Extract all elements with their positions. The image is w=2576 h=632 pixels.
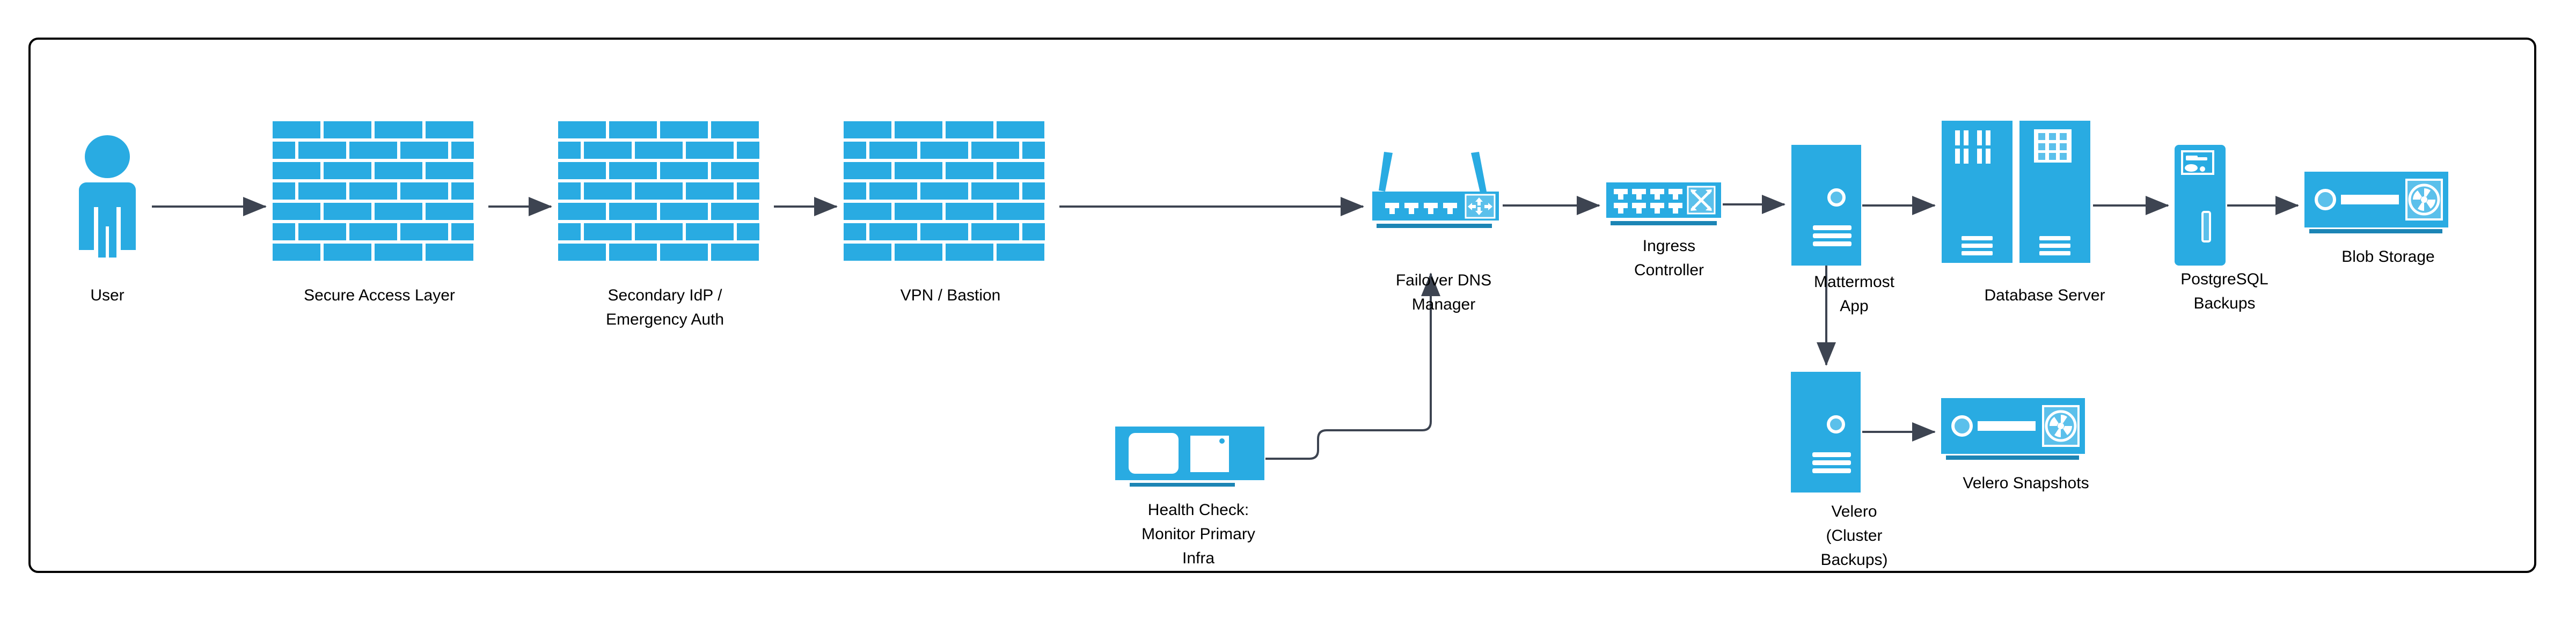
node-label-velero-line2: (Cluster [1826, 527, 1882, 545]
node-label-postgresql-line1: PostgreSQL [2180, 270, 2268, 288]
node-label-health-check-line2: Monitor Primary [1141, 525, 1255, 543]
diagram-outer-boundary [28, 38, 2536, 573]
server-tower-icon [1791, 372, 1861, 493]
node-label-secondary-idp-line2: Emergency Auth [606, 311, 724, 328]
node-user[interactable]: User [79, 135, 136, 304]
node-vpn-bastion[interactable]: VPN / Bastion [844, 121, 1045, 304]
node-velero[interactable]: Velero (Cluster Backups) [1791, 372, 1888, 569]
firewall-brick-icon [273, 121, 474, 261]
node-label-database-server: Database Server [1984, 286, 2105, 304]
node-database-server[interactable]: Database Server [1942, 121, 2105, 304]
network-switch-icon [1606, 182, 1721, 225]
connector-layer [152, 195, 2299, 460]
node-label-failover-dns-line1: Failover DNS [1396, 271, 1491, 289]
node-label-velero-line1: Velero [1831, 503, 1877, 520]
storage-disk-icon [1941, 398, 2085, 454]
node-secondary-idp[interactable]: Secondary IdP / Emergency Auth [558, 121, 759, 328]
node-label-ingress-line2: Controller [1634, 261, 1704, 279]
node-label-velero-snapshots: Velero Snapshots [1963, 474, 2089, 492]
node-health-check[interactable]: Health Check: Monitor Primary Infra [1115, 427, 1264, 567]
node-label-failover-dns-line2: Manager [1412, 296, 1475, 313]
user-icon [79, 135, 136, 258]
node-label-health-check-line3: Infra [1182, 549, 1214, 567]
health-check-accent-bar [1130, 483, 1235, 487]
node-mattermost-app[interactable]: Mattermost App [1791, 145, 1895, 315]
node-label-velero-line3: Backups) [1820, 551, 1887, 569]
velero-snapshots-accent-bar [1946, 455, 2079, 460]
node-label-mattermost-line1: Mattermost [1814, 273, 1895, 291]
wireless-router-icon [1371, 151, 1500, 229]
node-label-secondary-idp-line1: Secondary IdP / [608, 286, 723, 304]
server-tower-icon [1791, 145, 1861, 266]
firewall-brick-icon [844, 121, 1045, 261]
node-blob-storage[interactable]: Blob Storage [2304, 172, 2448, 266]
node-velero-snapshots[interactable]: Velero Snapshots [1941, 398, 2089, 492]
database-rack-icon [1942, 121, 2090, 263]
node-label-ingress-line1: Ingress [1643, 237, 1695, 255]
firewall-brick-icon [558, 121, 759, 261]
node-label-blob-storage: Blob Storage [2341, 248, 2434, 266]
node-label-mattermost-line2: App [1840, 297, 1868, 315]
node-secure-access-layer[interactable]: Secure Access Layer [273, 121, 474, 304]
node-label-postgresql-line2: Backups [2193, 295, 2255, 312]
node-label-user: User [90, 286, 124, 304]
node-label-vpn-bastion: VPN / Bastion [901, 286, 1001, 304]
node-postgresql-backups[interactable]: PostgreSQL Backups [2175, 145, 2268, 312]
blob-storage-accent-bar [2309, 229, 2442, 233]
monitor-dual-screen-icon [1115, 427, 1264, 480]
storage-disk-icon [2304, 172, 2448, 227]
node-ingress-controller[interactable]: Ingress Controller [1606, 182, 1721, 279]
backup-tower-icon [2175, 145, 2226, 266]
node-label-secure-access-layer: Secure Access Layer [304, 286, 455, 304]
node-failover-dns-manager[interactable]: Failover DNS Manager [1371, 151, 1500, 313]
connector-health-check-to-failover-dns [1265, 273, 1440, 460]
node-label-health-check-line1: Health Check: [1148, 501, 1249, 519]
